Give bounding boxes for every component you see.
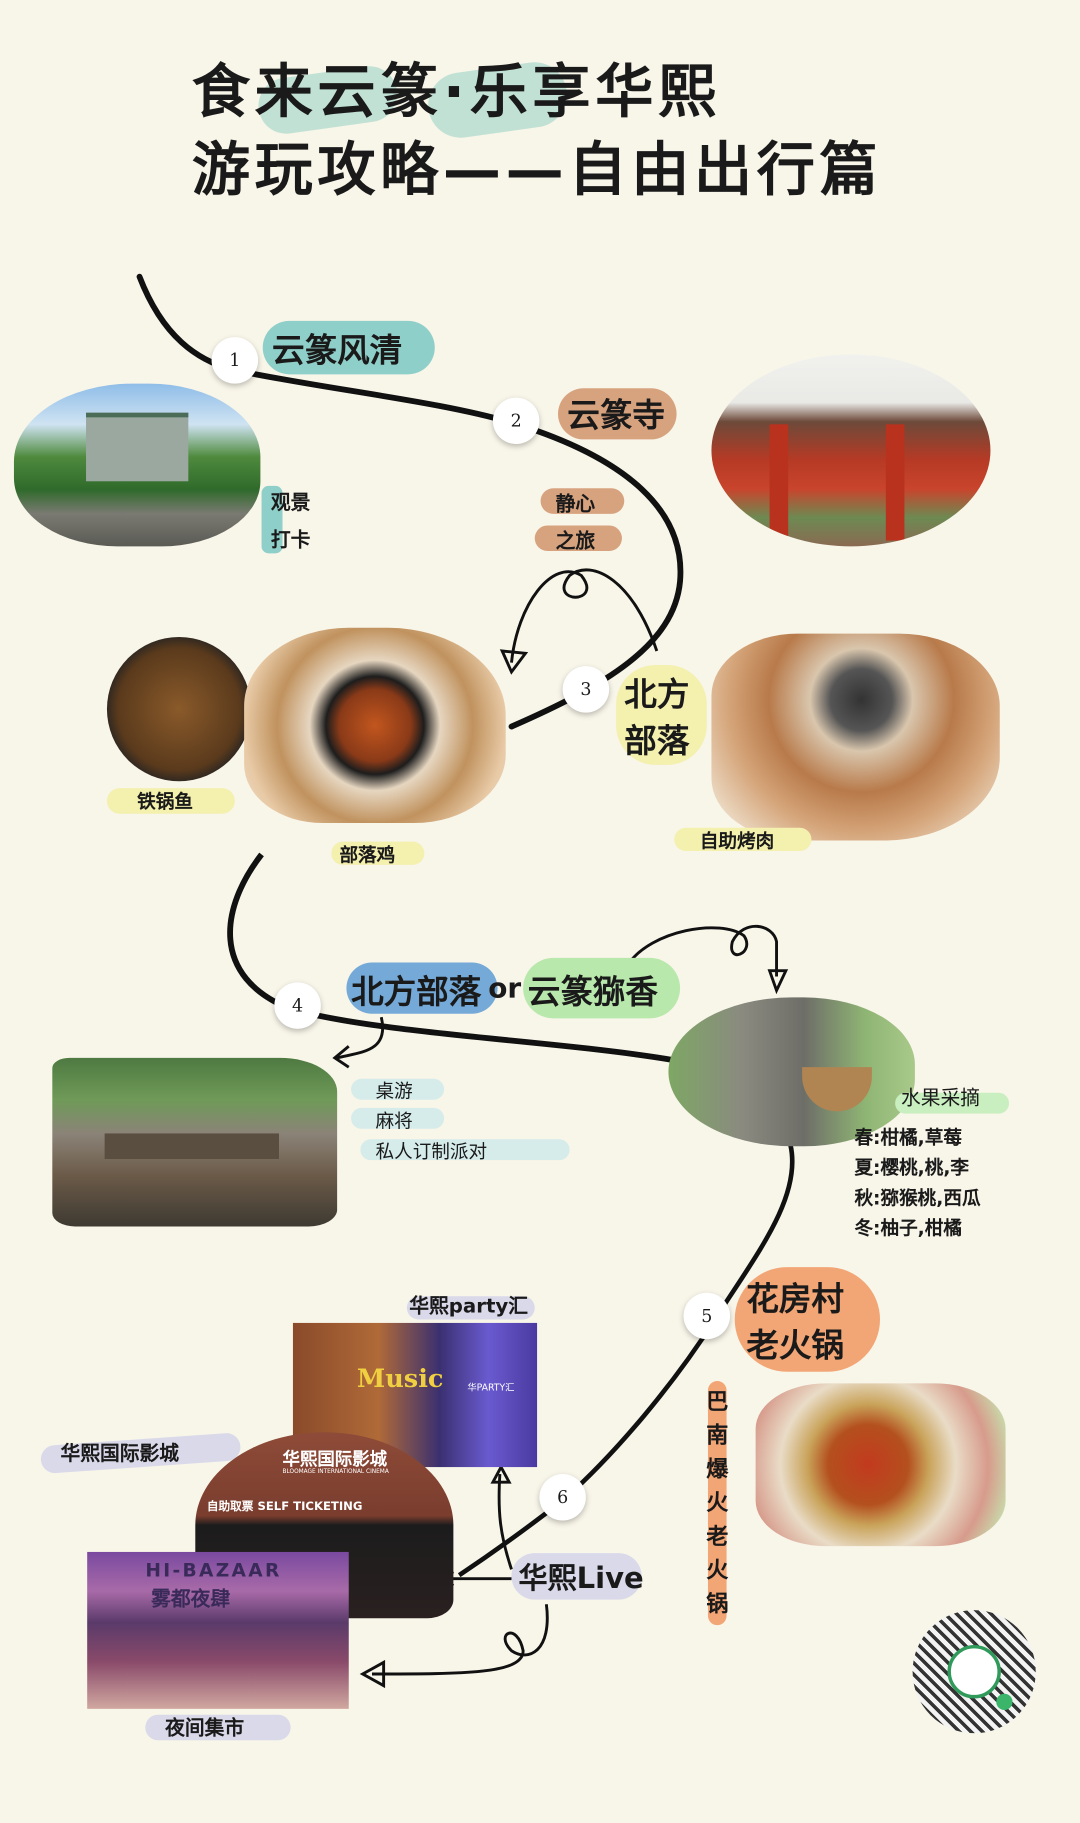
label-highlight: [734, 1267, 881, 1372]
stop-marker-5[interactable]: 5: [683, 1292, 731, 1340]
fruit-season: 冬:柚子,柑橘: [854, 1217, 962, 1240]
venue-label-party: 华熙party汇: [409, 1295, 529, 1319]
label-highlight: [616, 664, 707, 765]
fruit-season: 春:柑橘,草莓: [854, 1126, 962, 1149]
tag-highlight: [261, 485, 283, 554]
photo-yunzhuan-temple: [711, 354, 991, 547]
cinema-sign: 华熙国际影城: [282, 1448, 388, 1470]
basket-shape: [802, 1067, 872, 1112]
venue-highlight: [145, 1714, 291, 1741]
activity-highlight: [351, 1107, 445, 1129]
venue-label-cinema: 华熙国际影城: [60, 1442, 180, 1466]
activity-highlight: [351, 1078, 445, 1100]
activity-highlight: [360, 1139, 570, 1161]
stop-marker-4[interactable]: 4: [274, 982, 321, 1029]
ticketing-sign: 自助取票 SELF TICKETING: [206, 1500, 363, 1514]
activity-item: 桌游: [375, 1079, 413, 1103]
stop-marker-6[interactable]: 6: [539, 1474, 586, 1521]
gate-shape: [86, 412, 189, 482]
stop-3-name-line: 部落: [624, 721, 690, 761]
stop-2-name: 云篆寺: [567, 396, 665, 435]
table-shape: [104, 1133, 279, 1160]
activity-item: 麻将: [375, 1110, 413, 1133]
stop-1-tag: 打卡: [270, 528, 311, 553]
qr-logo-icon: [947, 1644, 1001, 1699]
dish-label: 部落鸡: [339, 843, 396, 867]
stop-4-name-part: 云篆猕香: [527, 973, 658, 1012]
photo-bbq-buffet: [711, 633, 1000, 841]
photo-tea-house: [52, 1057, 338, 1227]
party-sign: 华PARTY汇: [467, 1382, 515, 1393]
photo-scenic-gate: [13, 383, 261, 547]
stop-1-name: 云篆风清: [272, 331, 403, 370]
label-highlight: [523, 957, 681, 1019]
fruit-picking-title: 水果采摘: [900, 1086, 980, 1111]
pillar: [885, 424, 905, 541]
dish-label: 自助烤肉: [699, 830, 775, 853]
stop-marker-2[interactable]: 2: [492, 397, 540, 445]
bazaar-sign-cn: 雾都夜肆: [151, 1587, 231, 1612]
music-sign: Music: [356, 1363, 444, 1394]
tag-highlight: [540, 488, 625, 514]
activity-item: 私人订制派对: [375, 1140, 488, 1163]
cinema-sign-en: BLOOMAGE INTERNATIONAL CINEMA: [282, 1468, 389, 1476]
dish-highlight: [106, 788, 235, 814]
stop-4-name-part: or: [488, 971, 522, 1005]
stop-1-tag: 观景: [270, 491, 311, 515]
dish-label: 铁锅鱼: [137, 790, 193, 813]
subtitle-highlight: [707, 1381, 727, 1626]
bazaar-sign: HI-BAZAAR: [145, 1558, 282, 1581]
pillar: [769, 424, 789, 541]
photo-iron-pot-fish: [106, 637, 252, 782]
photo-fruit-picking: [668, 997, 915, 1147]
label-highlight: [262, 320, 435, 375]
title-line-2: 游玩攻略——自由出行篇: [191, 136, 883, 204]
label-highlight: [558, 388, 677, 440]
stop-5-name-line: 老火锅: [746, 1326, 844, 1365]
photo-hotpot: [755, 1383, 1006, 1547]
fruit-season: 秋:猕猴桃,西瓜: [854, 1186, 981, 1209]
stop-5-subtitle: 巴南爆火老火锅: [706, 1389, 729, 1618]
tag-highlight: [534, 525, 622, 552]
dish-highlight: [674, 827, 812, 851]
venue-highlight: [406, 1296, 535, 1320]
stop-2-tag: 之旅: [555, 530, 596, 554]
fruit-season: 夏:樱桃,桃,李: [854, 1156, 970, 1179]
stop-4-name-part: 北方部落: [351, 973, 482, 1012]
fruit-title-highlight: [895, 1092, 1010, 1114]
mini-program-icon: [996, 1693, 1013, 1711]
mini-program-qr-code[interactable]: [912, 1610, 1036, 1734]
label-highlight: [511, 1553, 642, 1600]
stop-6-name: 华熙Live: [518, 1561, 644, 1595]
label-highlight: [346, 962, 498, 1014]
stop-2-tag: 静心: [555, 492, 596, 517]
photo-tribe-chicken-spread: [244, 627, 506, 824]
stop-3-name-line: 北方: [624, 675, 690, 714]
stop-marker-1[interactable]: 1: [211, 337, 259, 384]
photo-night-market: HI-BAZAAR 雾都夜肆: [87, 1551, 349, 1709]
stop-5-name-line: 花房村: [746, 1279, 844, 1319]
dish-highlight: [331, 841, 425, 865]
title-line-1: 食来云篆·乐享华熙: [191, 58, 721, 126]
stop-marker-3[interactable]: 3: [562, 666, 610, 713]
venue-label-night-market: 夜间集市: [165, 1717, 245, 1741]
